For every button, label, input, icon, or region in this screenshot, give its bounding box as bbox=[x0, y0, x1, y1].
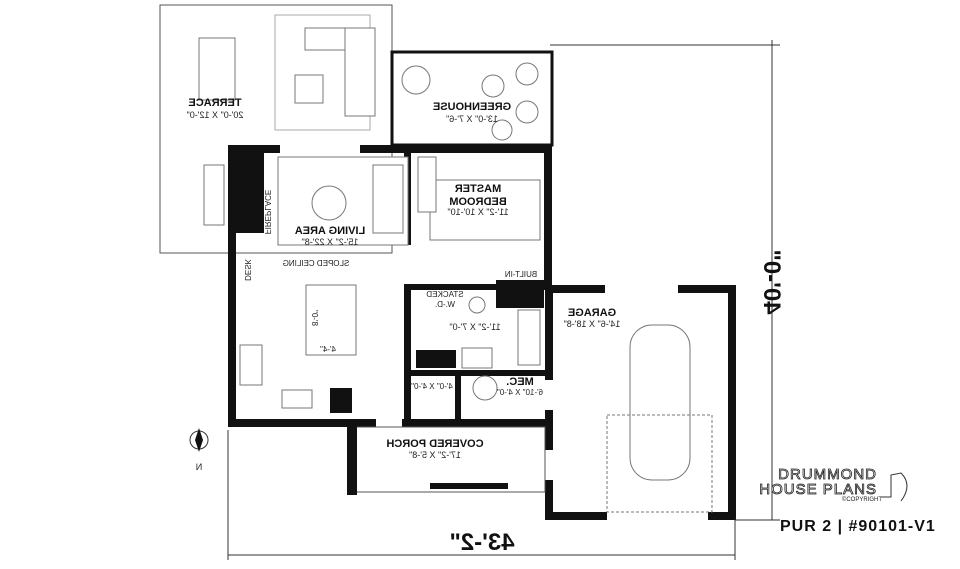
svg-text:W.-D.: W.-D. bbox=[435, 300, 455, 309]
svg-text:11'-2" X 10'-10": 11'-2" X 10'-10" bbox=[447, 207, 508, 217]
cooktop bbox=[281, 389, 313, 409]
toilet bbox=[468, 296, 486, 314]
sectional-sofa-side bbox=[344, 27, 376, 117]
kitchen-sink bbox=[239, 344, 263, 386]
width-dimension: 43'-2" bbox=[449, 529, 514, 556]
island-depth-label: 4'-4" bbox=[320, 345, 336, 354]
water-heater bbox=[472, 375, 498, 401]
garage-label: GARAGE bbox=[568, 307, 616, 319]
coffee-table bbox=[311, 185, 347, 221]
plan-model-number: PUR 2 | #90101-V1 bbox=[780, 518, 936, 535]
svg-text:14'-6" X 18'-8": 14'-6" X 18'-8" bbox=[564, 319, 621, 329]
drummond-logo: DRUMMOND HOUSE PLANS ©COPYRIGHT bbox=[752, 467, 922, 503]
sofa bbox=[372, 164, 404, 234]
master-bedroom-label: MASTER bbox=[455, 183, 502, 195]
bathtub bbox=[517, 309, 541, 366]
house-walls bbox=[228, 145, 552, 427]
svg-text:BEDROOM: BEDROOM bbox=[449, 196, 506, 208]
north-label: N bbox=[196, 462, 203, 472]
garage-walls bbox=[545, 285, 736, 520]
built-in-label: BUILT-IN bbox=[505, 270, 538, 279]
bed bbox=[429, 179, 541, 241]
logo-mark-icon bbox=[881, 472, 908, 502]
vanity-sink bbox=[461, 347, 493, 369]
bath-size-label: 11'-2" X 7'-0" bbox=[449, 322, 500, 332]
living-area-label: LIVING AREA bbox=[295, 225, 366, 237]
car bbox=[629, 324, 691, 481]
depth-dimension: 40'-0" bbox=[758, 249, 785, 314]
svg-text:13'-0" X 7'-6": 13'-0" X 7'-6" bbox=[446, 114, 498, 124]
plant-icon bbox=[401, 65, 431, 95]
svg-text:6'-10" X 4'-0": 6'-10" X 4'-0" bbox=[497, 388, 543, 397]
plant-icon bbox=[515, 100, 539, 124]
terrace-label: TERRACE bbox=[188, 97, 241, 109]
plant-icon bbox=[515, 62, 539, 86]
closet-size-label: 4'-0" X 4'-0" bbox=[411, 382, 453, 391]
svg-text:15'-2" X 22'-8": 15'-2" X 22'-8" bbox=[302, 237, 359, 247]
porch-bench bbox=[430, 483, 508, 489]
svg-text:20'-0" X 12'-0": 20'-0" X 12'-0" bbox=[187, 110, 244, 120]
dining-table bbox=[198, 37, 236, 101]
lounge-chair bbox=[203, 164, 225, 226]
island-length-label: 8'-0" bbox=[310, 310, 319, 326]
mec-label: MEC. bbox=[506, 376, 534, 388]
fireplace-label: FIREPLACE bbox=[263, 190, 272, 234]
svg-text:17'-2" X 5'-8": 17'-2" X 5'-8" bbox=[409, 450, 461, 460]
plant-icon bbox=[481, 74, 505, 98]
fireplace-icon bbox=[240, 200, 250, 210]
plant-icon bbox=[491, 119, 513, 141]
kitchen-island bbox=[305, 284, 357, 356]
desk-label: DESK bbox=[243, 258, 252, 280]
garage-door-track bbox=[606, 414, 713, 513]
stacked-wd-label: STACKED bbox=[426, 290, 463, 299]
greenhouse-label: GREENHOUSE bbox=[433, 101, 511, 113]
dresser bbox=[417, 156, 437, 213]
covered-porch-label: COVERED PORCH bbox=[386, 438, 483, 450]
porch-railing bbox=[347, 425, 357, 495]
sloped-ceiling-label: SLOPED CEILING bbox=[283, 259, 350, 268]
fire-table bbox=[294, 74, 324, 104]
